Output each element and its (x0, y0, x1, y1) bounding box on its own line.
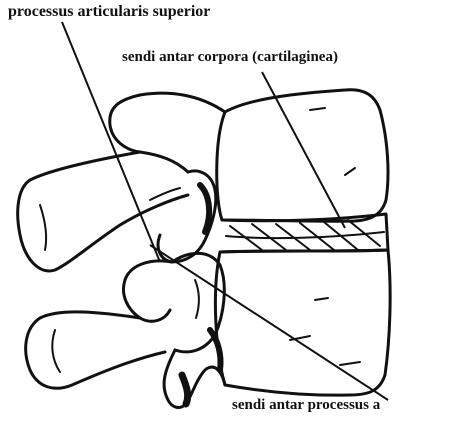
label-processus-articularis-superior: processus articularis superior (8, 4, 210, 20)
upper-vertebral-body (217, 90, 388, 222)
upper-vertebra-arch (110, 93, 225, 172)
lower-facet-shadow (210, 330, 221, 370)
label-sendi-antar-corpora: sendi antar corpora (cartilaginea) (122, 50, 338, 65)
leader-line-sendi-corpora (262, 72, 345, 228)
intervertebral-disc-hatching (226, 220, 384, 250)
facet-joint-shadow (200, 185, 209, 232)
lower-vertebra-arch (164, 350, 225, 407)
lower-transverse-process (123, 261, 172, 321)
lower-spinous-process (26, 312, 165, 388)
spinous-dark-edge (182, 375, 188, 404)
lower-vertebral-body (215, 250, 390, 395)
shading-strokes (40, 108, 360, 372)
label-sendi-antar-processus: sendi antar processus a (232, 398, 380, 413)
